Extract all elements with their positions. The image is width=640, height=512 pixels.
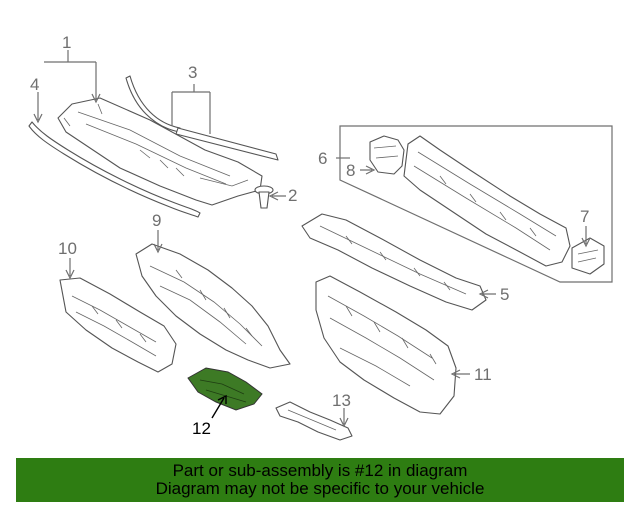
part-13-small-insulator[interactable]	[275, 401, 353, 441]
callout-9: 9	[152, 211, 161, 230]
part-8-bracket[interactable]	[369, 135, 405, 175]
banner-line-1: Part or sub-assembly is #12 in diagram	[172, 461, 468, 480]
part-12-highlighted[interactable]	[187, 367, 263, 411]
part-9-dash-insulator[interactable]	[135, 243, 291, 369]
callout-3: 3	[188, 63, 197, 82]
callout-4: 4	[30, 75, 39, 94]
callout-2: 2	[288, 186, 297, 205]
banner-line-2: Diagram may not be specific to your vehi…	[155, 479, 485, 498]
callout-7: 7	[580, 207, 589, 226]
part-1-cowl-panel[interactable]	[57, 97, 263, 206]
callout-11: 11	[474, 365, 492, 384]
part-6-group-box	[339, 125, 613, 283]
part-11-dash-panel[interactable]	[315, 275, 457, 415]
callout-12: 12	[192, 419, 211, 438]
callout-8: 8	[346, 161, 355, 180]
callout-6: 6	[318, 149, 327, 168]
callout-10: 10	[58, 239, 77, 258]
leader-lines	[33, 50, 591, 428]
part-5-lower-cowl[interactable]	[301, 213, 487, 311]
callout-5: 5	[500, 285, 509, 304]
part-4-seal[interactable]	[28, 121, 201, 218]
part-3-seal-strips[interactable]	[125, 75, 279, 161]
info-banner: Part or sub-assembly is #12 in diagram D…	[16, 458, 624, 502]
parts-diagram: 1 4 3 2 6 8 7 9 10 5 11 12 13	[28, 33, 613, 441]
part-2-clip[interactable]	[254, 185, 274, 209]
part-6-upper-panel[interactable]	[403, 135, 571, 267]
callout-1: 1	[62, 33, 71, 52]
callout-13: 13	[332, 391, 351, 410]
part-7-bracket[interactable]	[571, 237, 605, 275]
part-10-insulator[interactable]	[59, 277, 177, 373]
